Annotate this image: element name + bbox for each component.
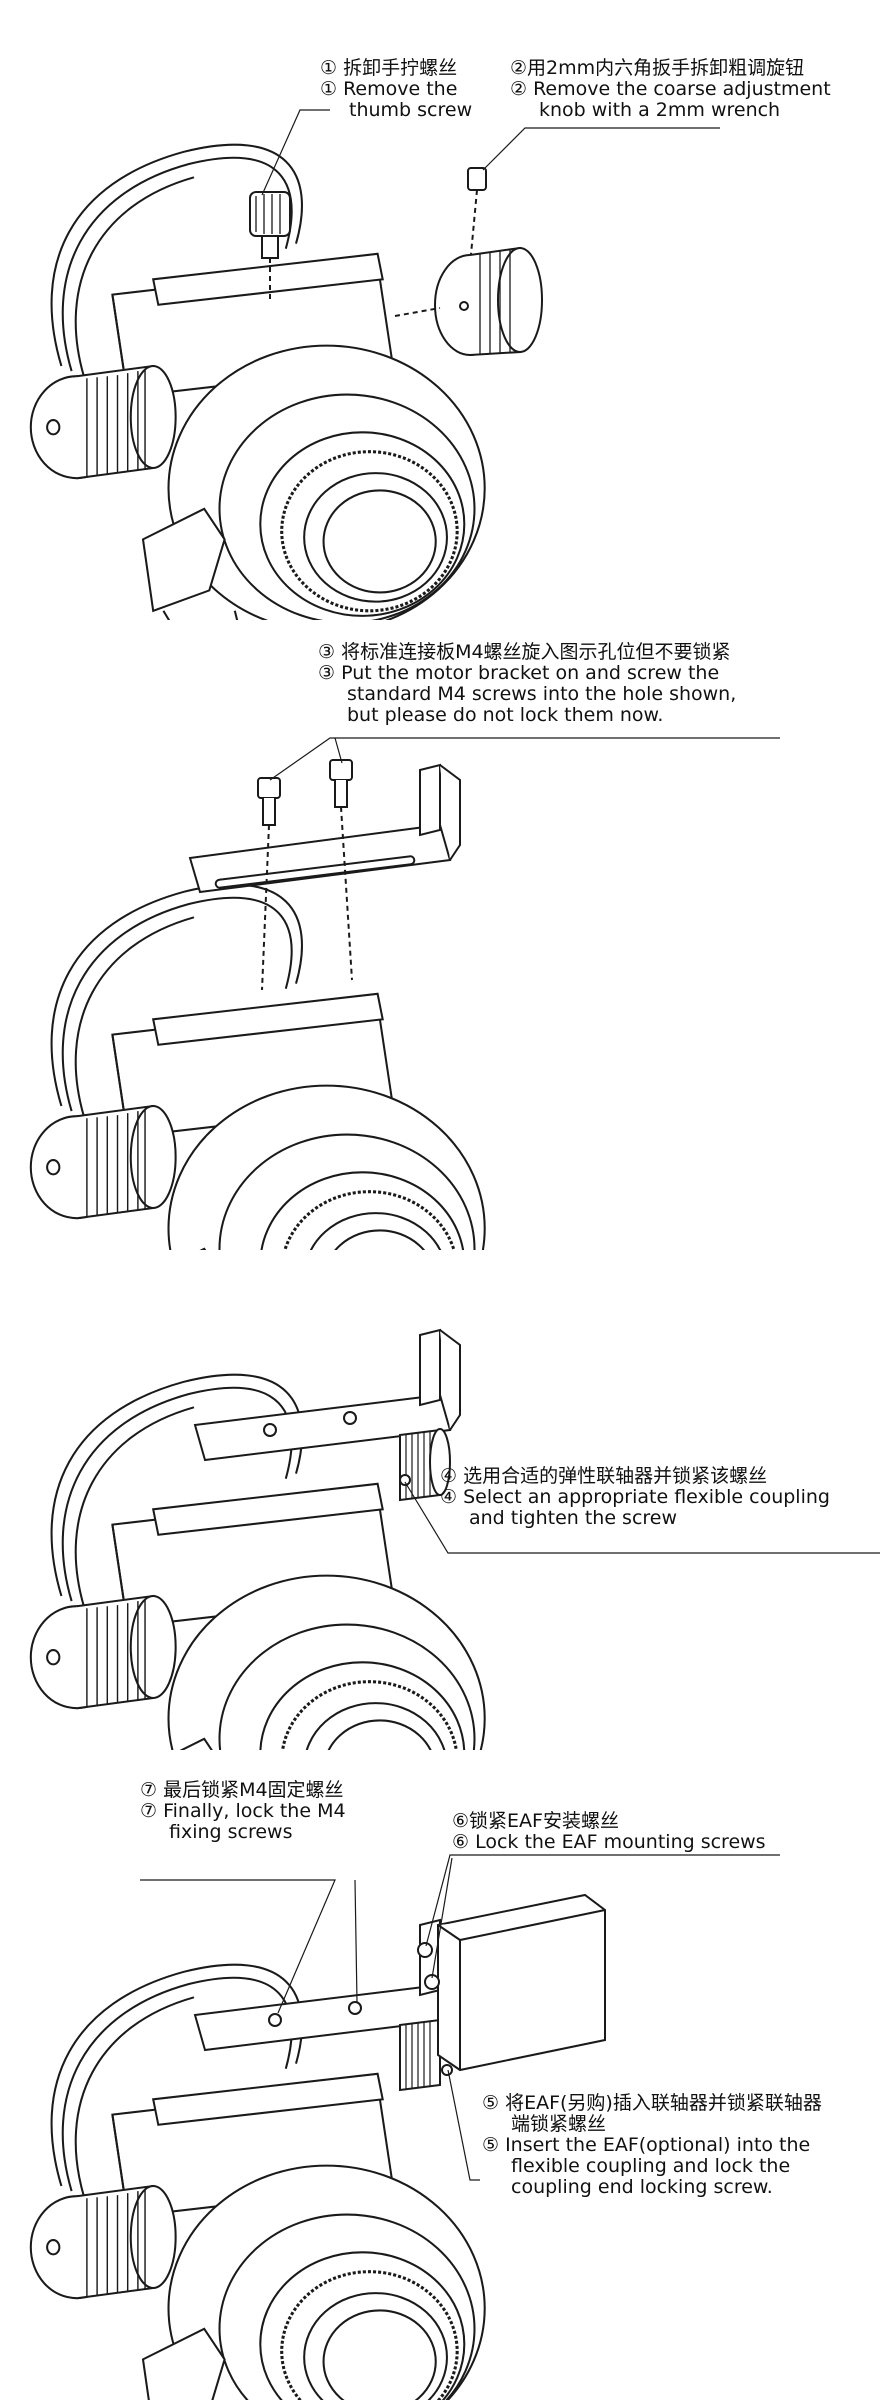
motor-bracket-icon bbox=[193, 1328, 461, 1462]
m4-screw-icon bbox=[257, 759, 353, 991]
step-2-illustration bbox=[29, 737, 780, 1250]
step-1-diagram: ① 拆卸手拧螺丝 ① Remove the thumb screw ②用2mm内… bbox=[0, 0, 893, 620]
step-3-diagram: ④ 选用合适的弹性联轴器并锁紧该螺丝 ④ Select an appropria… bbox=[0, 1250, 893, 1750]
callout-step-4: ④ 选用合适的弹性联轴器并锁紧该螺丝 ④ Select an appropria… bbox=[440, 1465, 830, 1529]
step-4-illustration bbox=[29, 1854, 780, 2400]
step-4-diagram: ⑦ 最后锁紧M4固定螺丝 ⑦ Finally, lock the M4 fixi… bbox=[0, 1750, 893, 2400]
callout-step-6: ⑥锁紧EAF安装螺丝 ⑥ Lock the EAF mounting screw… bbox=[452, 1810, 766, 1853]
step-3-illustration bbox=[29, 1328, 880, 1750]
coarse-knob-icon bbox=[394, 246, 543, 356]
callout-step-3: ③ 将标准连接板M4螺丝旋入图示孔位但不要锁紧 ③ Put the motor … bbox=[318, 641, 737, 726]
eaf-motor-icon bbox=[417, 1893, 606, 2072]
callout-step-2: ②用2mm内六角扳手拆卸粗调旋钮 ② Remove the coarse adj… bbox=[510, 57, 831, 121]
flexible-coupling-icon bbox=[399, 2018, 453, 2092]
step-1-illustration bbox=[29, 109, 720, 620]
callout-step-5: ⑤ 将EAF(另购)插入联轴器并锁紧联轴器 端锁紧螺丝 ⑤ Insert the… bbox=[482, 2092, 822, 2198]
thumb-screw-icon bbox=[249, 191, 291, 300]
leader-line-5 bbox=[447, 2069, 480, 2181]
motor-bracket-icon bbox=[188, 763, 461, 894]
callout-step-7: ⑦ 最后锁紧M4固定螺丝 ⑦ Finally, lock the M4 fixi… bbox=[140, 1779, 346, 1843]
flexible-coupling-icon bbox=[399, 1428, 451, 1502]
leader-line-6b bbox=[431, 1857, 453, 1979]
leader-line-3b bbox=[334, 737, 343, 764]
step-2-diagram: ③ 将标准连接板M4螺丝旋入图示孔位但不要锁紧 ③ Put the motor … bbox=[0, 620, 893, 1250]
leader-line-3 bbox=[269, 737, 780, 781]
callout-step-1: ① 拆卸手拧螺丝 ① Remove the thumb screw bbox=[320, 57, 473, 121]
leader-line-7b bbox=[354, 1879, 358, 2003]
leader-line-2 bbox=[482, 127, 720, 171]
leader-line-7 bbox=[140, 1879, 336, 2014]
leader-line-1 bbox=[261, 109, 330, 196]
leader-line-4 bbox=[404, 1481, 880, 1554]
leader-line-6 bbox=[425, 1854, 780, 1947]
set-screw-icon bbox=[467, 167, 487, 266]
